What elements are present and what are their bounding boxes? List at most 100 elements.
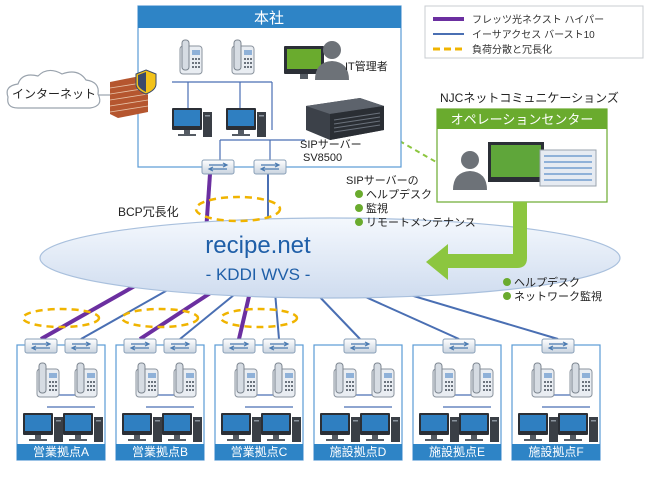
internet-label: インターネット	[12, 87, 96, 101]
ether-link	[274, 291, 280, 340]
site-box: 営業拠点A	[16, 338, 106, 461]
site-title-bar	[215, 444, 303, 460]
shield-half	[138, 72, 146, 92]
fiber-link	[40, 281, 141, 341]
site-title: 営業拠点A	[33, 445, 89, 459]
legend-label: フレッツ光ネクスト ハイパー	[472, 13, 604, 26]
site-title: 営業拠点B	[132, 445, 188, 459]
site-title-bar	[512, 444, 600, 460]
cloud-layer: recipe.net - KDDI WVS -	[39, 217, 621, 299]
internet-cloud-shape	[6, 69, 101, 109]
server-slot	[333, 124, 381, 133]
server-slot	[333, 116, 381, 125]
bcp-label: BCP冗長化	[118, 205, 179, 219]
ether-link	[314, 291, 361, 340]
fiber-link	[237, 291, 252, 340]
site-box: 営業拠点C	[214, 338, 304, 461]
sip-model-label: SV8500	[303, 152, 342, 164]
fiber-link	[138, 288, 217, 341]
site-title-bar	[314, 444, 402, 460]
site-box: 施設拠点D	[313, 338, 403, 461]
switch-icon	[24, 338, 58, 354]
redundancy-ring	[194, 195, 282, 223]
admin-monitor-screen	[287, 49, 321, 69]
njc-company-label: NJCネットコミュニケーションズ	[440, 90, 619, 105]
site-frame	[214, 344, 304, 461]
site-title-bar	[413, 444, 501, 460]
site-frame	[313, 344, 403, 461]
switch-icon	[123, 338, 157, 354]
switch-icon	[262, 338, 296, 354]
site-title-bar	[116, 444, 204, 460]
sip-service-item: リモートメンテナンス	[366, 216, 476, 229]
firewall-brick-line	[109, 99, 149, 107]
site-frame	[115, 344, 205, 461]
admin-monitor-stand	[300, 74, 308, 79]
bullet-icon	[503, 278, 511, 286]
site-box: 施設拠点E	[412, 338, 502, 461]
njc-monitor-screen	[491, 145, 541, 177]
internet-cloud: インターネット	[6, 69, 112, 109]
site-frame	[511, 344, 601, 461]
sip-server-icon	[306, 98, 384, 140]
firewall-icon	[109, 69, 157, 118]
cloud-subtitle: - KDDI WVS -	[206, 265, 311, 284]
bullet-icon	[503, 292, 511, 300]
network-service-item: ネットワーク監視	[514, 289, 602, 303]
ether-link	[179, 289, 241, 340]
it-admin-label: IT管理者	[345, 59, 388, 73]
network-service-item: ヘルプデスク	[514, 275, 580, 289]
sip-services-title: SIPサーバーの	[346, 174, 419, 187]
site-frame	[412, 344, 502, 461]
server-slot	[333, 120, 381, 129]
server-slot	[333, 112, 381, 121]
hq-title-bar	[138, 6, 401, 28]
firewall-brick-line	[109, 93, 149, 101]
ether-link	[80, 282, 181, 340]
bullet-icon	[355, 190, 363, 198]
sites-layer: 営業拠点A 営業拠点B 営業拠点C 施設拠点D 施設拠点E 施設拠点F	[16, 338, 601, 461]
server-top	[306, 98, 384, 114]
switch-icon	[64, 338, 98, 354]
site-frame	[16, 344, 106, 461]
site-title-bar	[17, 444, 105, 460]
sip-server-label: SIPサーバー	[300, 138, 362, 151]
firewall-brick-line	[109, 105, 149, 113]
site-box: 営業拠点B	[115, 338, 205, 461]
redundancy-ring	[219, 307, 299, 329]
support-arrow	[426, 202, 527, 280]
njc-title-bar	[437, 109, 607, 129]
bullet-icon	[355, 204, 363, 212]
switch-icon	[222, 338, 256, 354]
sip-service-item: 監視	[366, 201, 388, 215]
switch-icon	[541, 338, 575, 354]
site-title: 施設拠点D	[330, 444, 387, 459]
switch-icon	[201, 159, 235, 175]
switch-icon	[253, 159, 287, 175]
switch-icon	[163, 338, 197, 354]
cloud-title: recipe.net	[205, 232, 311, 259]
redundancy-ring	[120, 307, 200, 329]
redundancy-ring	[21, 307, 101, 329]
site-title: 施設拠点F	[528, 444, 583, 459]
site-box: 施設拠点F	[511, 338, 601, 461]
switch-icon	[343, 338, 377, 354]
sip-service-item: ヘルプデスク	[366, 187, 432, 201]
site-title: 施設拠点E	[429, 444, 485, 459]
njc-center-label: オペレーションセンター	[451, 112, 594, 127]
hq-title: 本社	[254, 10, 284, 27]
switch-icon	[442, 338, 476, 354]
site-title: 営業拠点C	[231, 445, 288, 459]
cloud-shape	[39, 217, 621, 299]
bullet-icon	[355, 218, 363, 226]
legend-label: 負荷分散と冗長化	[472, 43, 552, 56]
